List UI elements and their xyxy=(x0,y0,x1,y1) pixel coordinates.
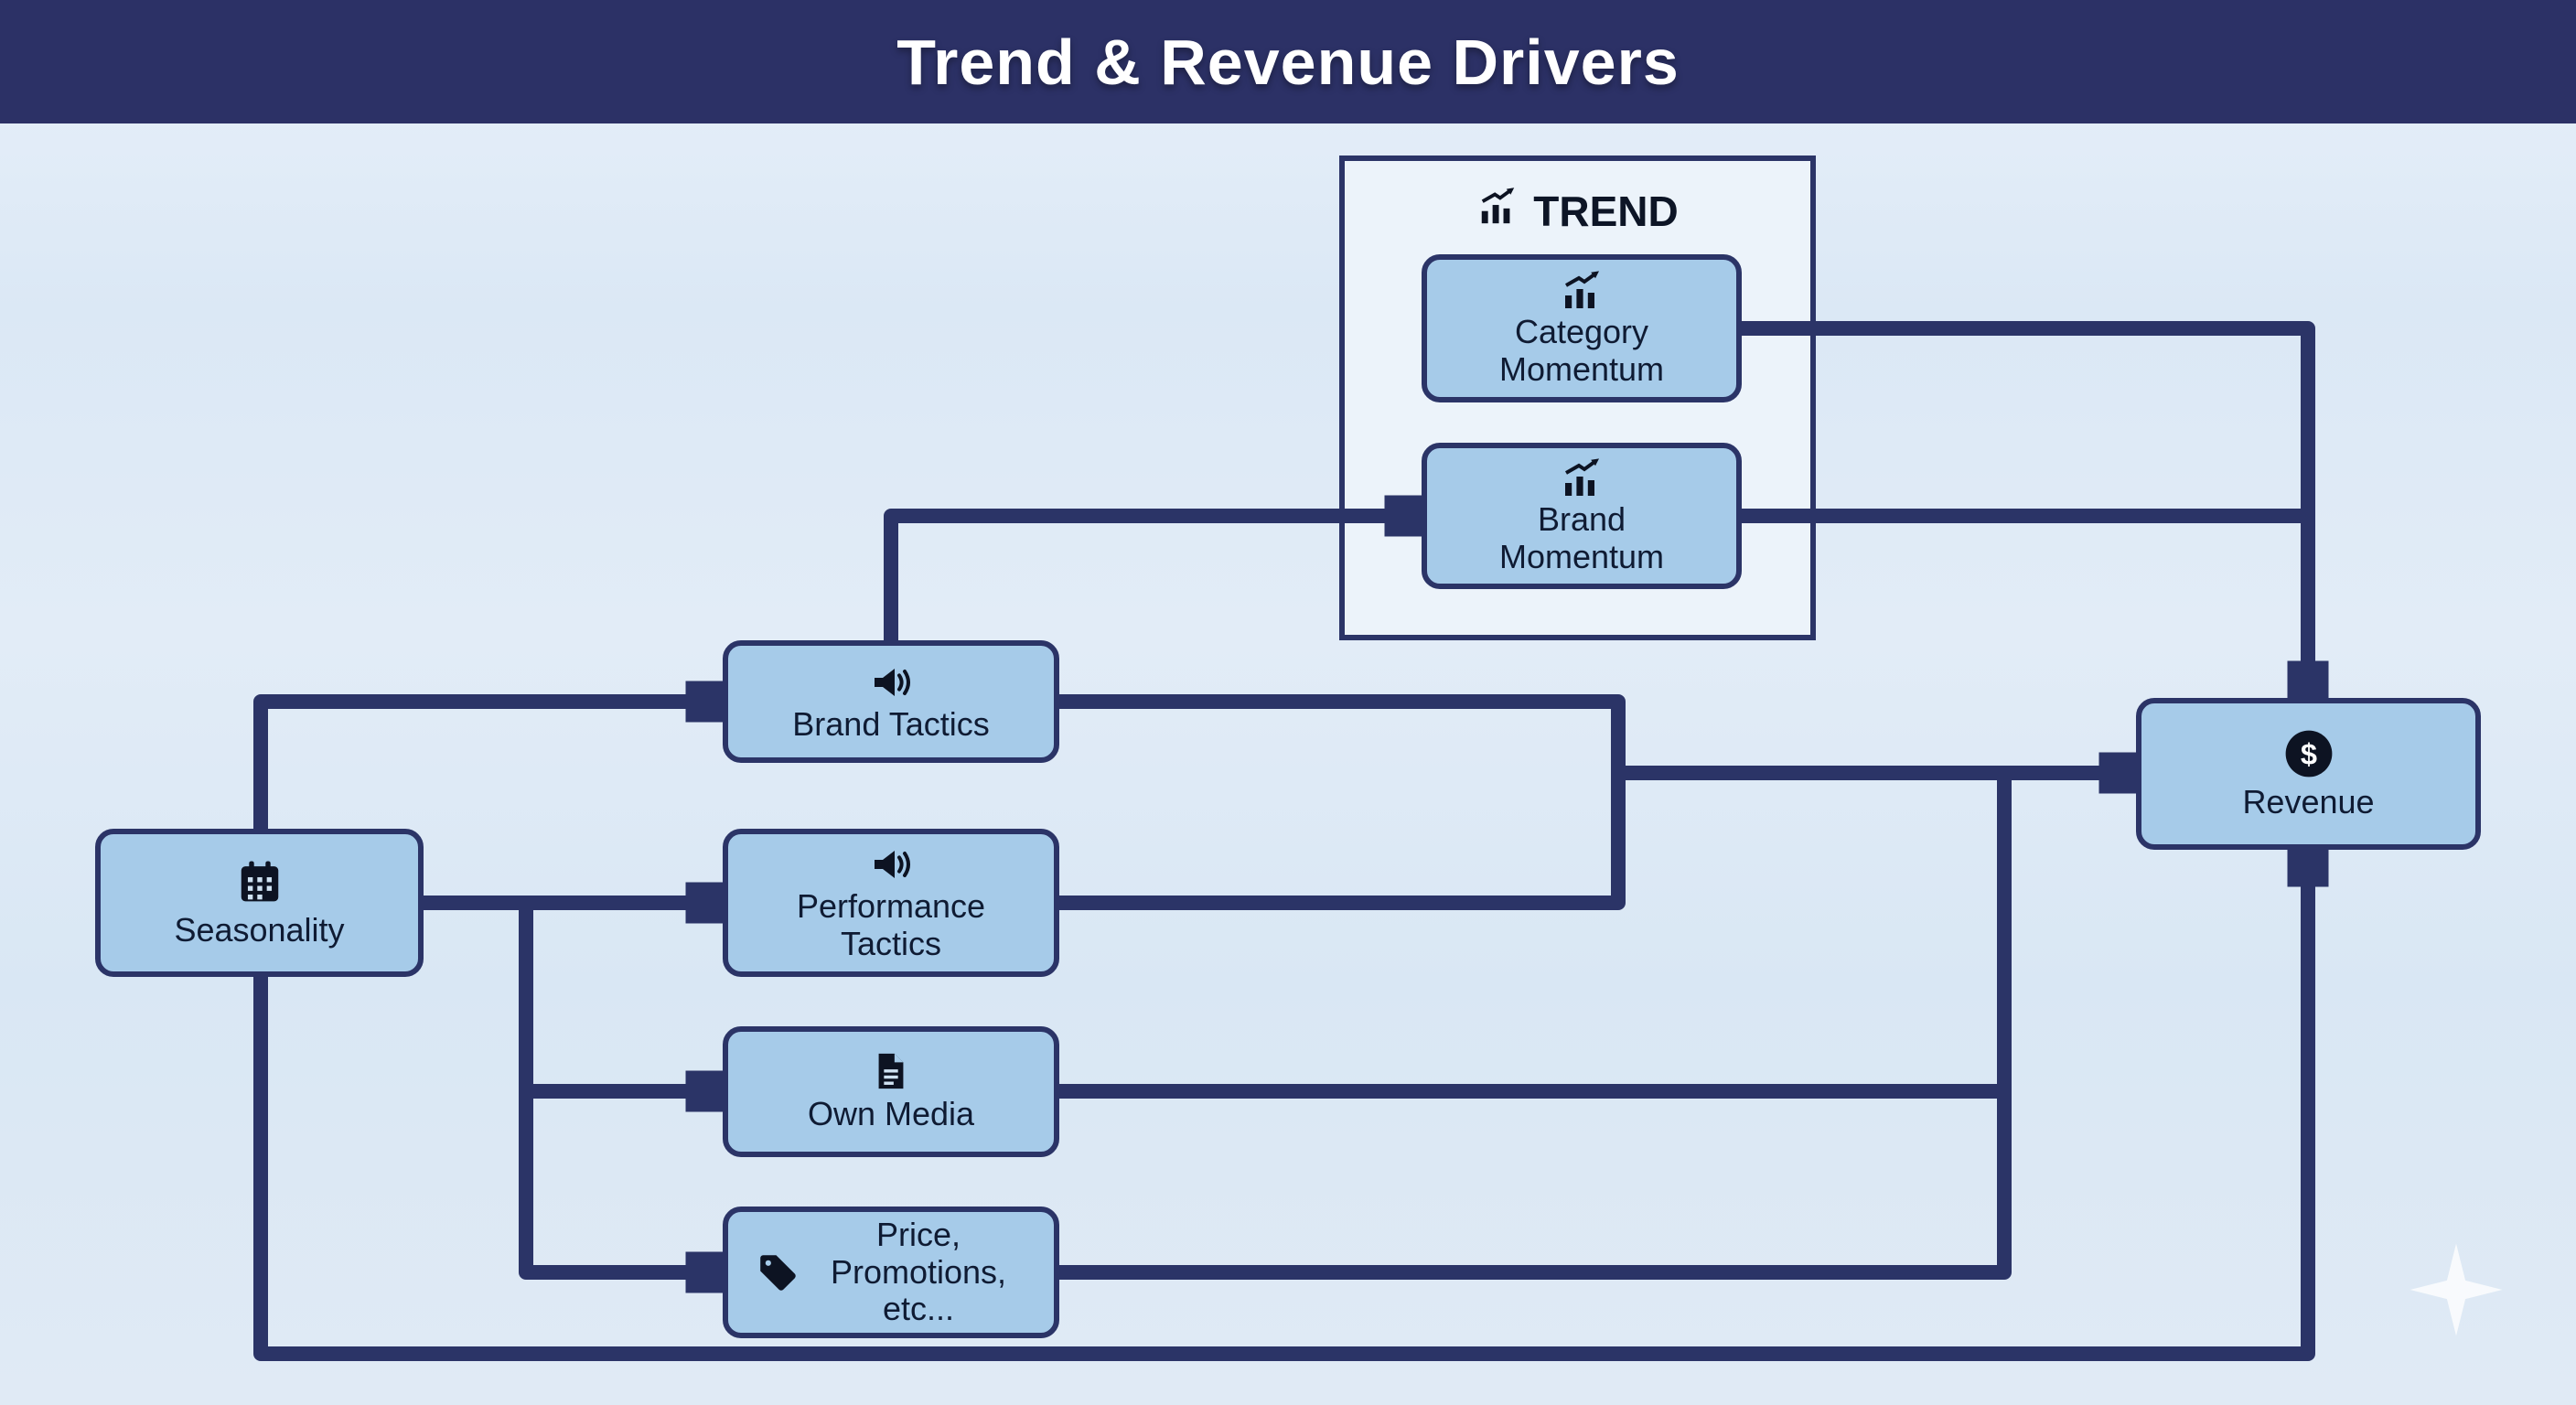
node-label: Revenue xyxy=(2242,782,2375,820)
node-label: Category Momentum xyxy=(1498,313,1665,388)
bar-chart-rising-icon xyxy=(1476,185,1519,237)
node-label: Performance Tactics xyxy=(796,887,986,962)
megaphone-icon xyxy=(869,660,913,704)
bar-chart-rising-icon xyxy=(1560,456,1604,499)
page-title: Trend & Revenue Drivers xyxy=(896,26,1680,98)
edge-seasonality-brand-tactics xyxy=(253,702,723,829)
edge-brand-tactics-brand-momentum xyxy=(884,516,1422,640)
node-own-media: Own Media xyxy=(723,1026,1059,1157)
document-icon xyxy=(870,1050,912,1092)
trend-group-label: TREND xyxy=(1533,187,1679,235)
edge-brand-tactics-merge xyxy=(1059,694,1626,773)
trend-group-title: TREND xyxy=(1345,185,1810,237)
edge-performance-merge xyxy=(1059,773,1626,910)
node-seasonality: Seasonality xyxy=(95,829,424,977)
node-price-promotions: Price, Promotions, etc... xyxy=(723,1207,1059,1338)
edge-seasonality-price xyxy=(519,903,723,1272)
calendar-icon xyxy=(235,857,284,906)
node-category-momentum: Category Momentum xyxy=(1422,254,1742,402)
price-tag-icon xyxy=(757,1251,799,1293)
node-brand-momentum: Brand Momentum xyxy=(1422,443,1742,589)
edge-seasonality-revenue xyxy=(253,850,2308,1361)
header-bar: Trend & Revenue Drivers xyxy=(0,0,2576,123)
node-revenue: $ Revenue xyxy=(2136,698,2481,850)
node-label: Own Media xyxy=(807,1095,975,1133)
svg-text:$: $ xyxy=(2300,736,2316,770)
bar-chart-rising-icon xyxy=(1560,268,1604,312)
node-label: Brand Tactics xyxy=(792,704,990,743)
dollar-circle-icon: $ xyxy=(2282,727,2335,780)
node-label: Price, Promotions, etc... xyxy=(830,1216,1007,1328)
node-performance-tactics: Performance Tactics xyxy=(723,829,1059,977)
megaphone-icon xyxy=(869,842,913,886)
node-brand-tactics: Brand Tactics xyxy=(723,640,1059,763)
edge-category-momentum-revenue xyxy=(1742,321,2308,698)
edge-price-merge xyxy=(1059,773,2012,1280)
node-label: Seasonality xyxy=(174,910,345,949)
sparkle-icon xyxy=(2406,1239,2506,1345)
edge-seasonality-own-media xyxy=(519,903,723,1091)
node-label: Brand Momentum xyxy=(1498,500,1665,575)
